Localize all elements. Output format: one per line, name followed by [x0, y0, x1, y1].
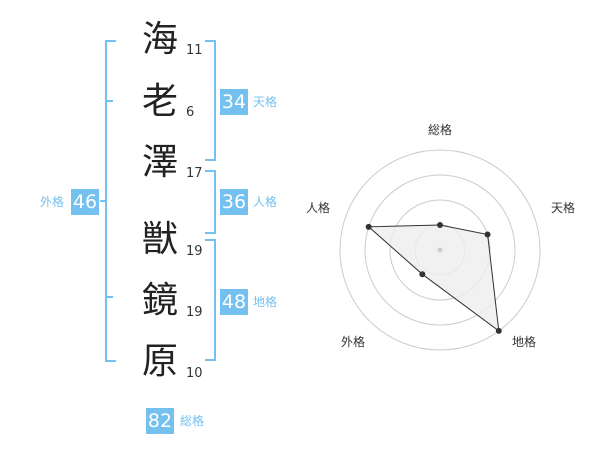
soukaku-label: 総格: [180, 414, 205, 428]
gaikaku-badge: 46: [71, 189, 99, 215]
radar-grid-ring-2: [389, 199, 491, 301]
chikaku-badge: 48: [220, 289, 248, 315]
gaikaku-label: 外格: [40, 195, 65, 209]
name-char-6: 原: [141, 341, 178, 382]
stroke-count-3: 17: [186, 166, 203, 181]
radar-point-3: [495, 327, 502, 334]
stroke-count-4: 19: [186, 244, 203, 259]
radar-axis-label-jin: 人格: [306, 200, 330, 215]
bracket-tick-char-5: [105, 296, 113, 298]
tenkaku-bracket: [205, 40, 216, 161]
radar-grid-ring-3: [364, 174, 516, 326]
radar-axis-label-sou: 総格: [428, 122, 452, 137]
jinkaku-bracket: [205, 170, 216, 234]
jinkaku-label: 人格: [253, 195, 278, 209]
radar-shape: [367, 224, 500, 332]
stroke-count-2: 6: [186, 105, 195, 120]
gaikaku-bracket-tick: [100, 200, 107, 202]
radar-point-4: [419, 271, 426, 278]
stroke-count-5: 19: [186, 305, 203, 320]
name-char-4: 獣: [141, 219, 178, 260]
radar-axis-label-gai: 外格: [341, 334, 365, 349]
name-char-3: 澤: [141, 142, 178, 183]
name-char-5: 鏡: [141, 280, 178, 321]
radar-axis-label-chi: 地格: [512, 334, 536, 349]
bracket-tick-char-2: [105, 100, 113, 102]
name-char-1: 海: [141, 19, 178, 60]
radar-grid-ring-4: [339, 149, 541, 351]
tenkaku-badge: 34: [220, 89, 248, 115]
radar-point-1: [437, 222, 443, 228]
radar-dots: [365, 222, 502, 334]
tenkaku-label: 天格: [253, 95, 278, 109]
soukaku-badge: 82: [146, 408, 174, 434]
radar-axis-label-ten: 天格: [551, 200, 575, 215]
chikaku-bracket: [205, 239, 216, 361]
chikaku-label: 地格: [253, 295, 278, 309]
name-char-2: 老: [141, 81, 178, 122]
jinkaku-badge: 36: [220, 189, 248, 215]
stroke-count-6: 10: [186, 366, 203, 381]
radar-point-2: [484, 231, 491, 238]
stroke-count-1: 11: [186, 43, 203, 58]
radar-point-5: [365, 223, 372, 230]
radar-center-dot: [437, 247, 443, 253]
